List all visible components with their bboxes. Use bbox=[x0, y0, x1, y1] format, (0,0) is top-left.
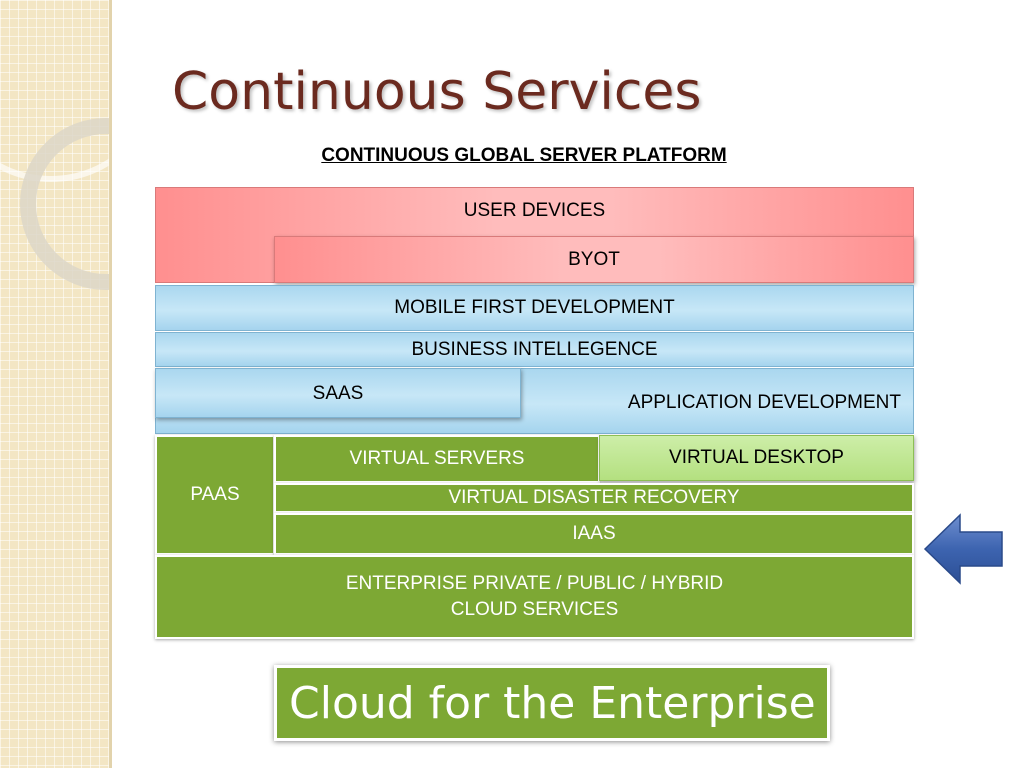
diagram-subtitle: CONTINUOUS GLOBAL SERVER PLATFORM bbox=[321, 145, 727, 166]
layer-label-line1: ENTERPRISE PRIVATE / PUBLIC / HYBRID bbox=[345, 573, 724, 595]
layer-label: APPLICATION DEVELOPMENT bbox=[627, 392, 901, 414]
slide-title: Continuous Services bbox=[172, 62, 702, 122]
layer-label: MOBILE FIRST DEVELOPMENT bbox=[394, 297, 675, 319]
layer-byot: BYOT bbox=[274, 236, 914, 283]
layer-paas: PAAS bbox=[155, 435, 275, 555]
layer-label-line2: CLOUD SERVICES bbox=[450, 599, 619, 620]
layer-saas: SAAS bbox=[155, 368, 521, 418]
layer-label: VIRTUAL SERVERS bbox=[349, 448, 525, 470]
layer-label: USER DEVICES bbox=[463, 200, 606, 221]
layer-virtual-servers: VIRTUAL SERVERS bbox=[274, 435, 600, 483]
layer-label: IAAS bbox=[572, 523, 616, 545]
layer-mobile-first-development: MOBILE FIRST DEVELOPMENT bbox=[155, 285, 914, 331]
layer-label: PAAS bbox=[190, 484, 240, 506]
layer-business-intelligence: BUSINESS INTELLEGENCE bbox=[155, 332, 914, 367]
layer-enterprise-cloud-services: ENTERPRISE PRIVATE / PUBLIC / HYBRID CLO… bbox=[155, 555, 914, 639]
layer-label: SAAS bbox=[312, 383, 364, 404]
layer-label: BYOT bbox=[568, 248, 620, 270]
cloud-for-enterprise-label: Cloud for the Enterprise bbox=[289, 677, 816, 729]
layer-label: VIRTUAL DISASTER RECOVERY bbox=[448, 487, 740, 509]
cloud-for-enterprise-box: Cloud for the Enterprise bbox=[274, 665, 830, 741]
layer-label: VIRTUAL DESKTOP bbox=[669, 447, 844, 469]
layer-label: BUSINESS INTELLEGENCE bbox=[411, 338, 658, 360]
decorative-side-panel bbox=[0, 0, 112, 768]
left-arrow-icon bbox=[923, 513, 1003, 585]
layer-virtual-desktop: VIRTUAL DESKTOP bbox=[599, 435, 914, 481]
layer-iaas: IAAS bbox=[274, 513, 914, 555]
layer-virtual-disaster-recovery: VIRTUAL DISASTER RECOVERY bbox=[274, 483, 914, 513]
